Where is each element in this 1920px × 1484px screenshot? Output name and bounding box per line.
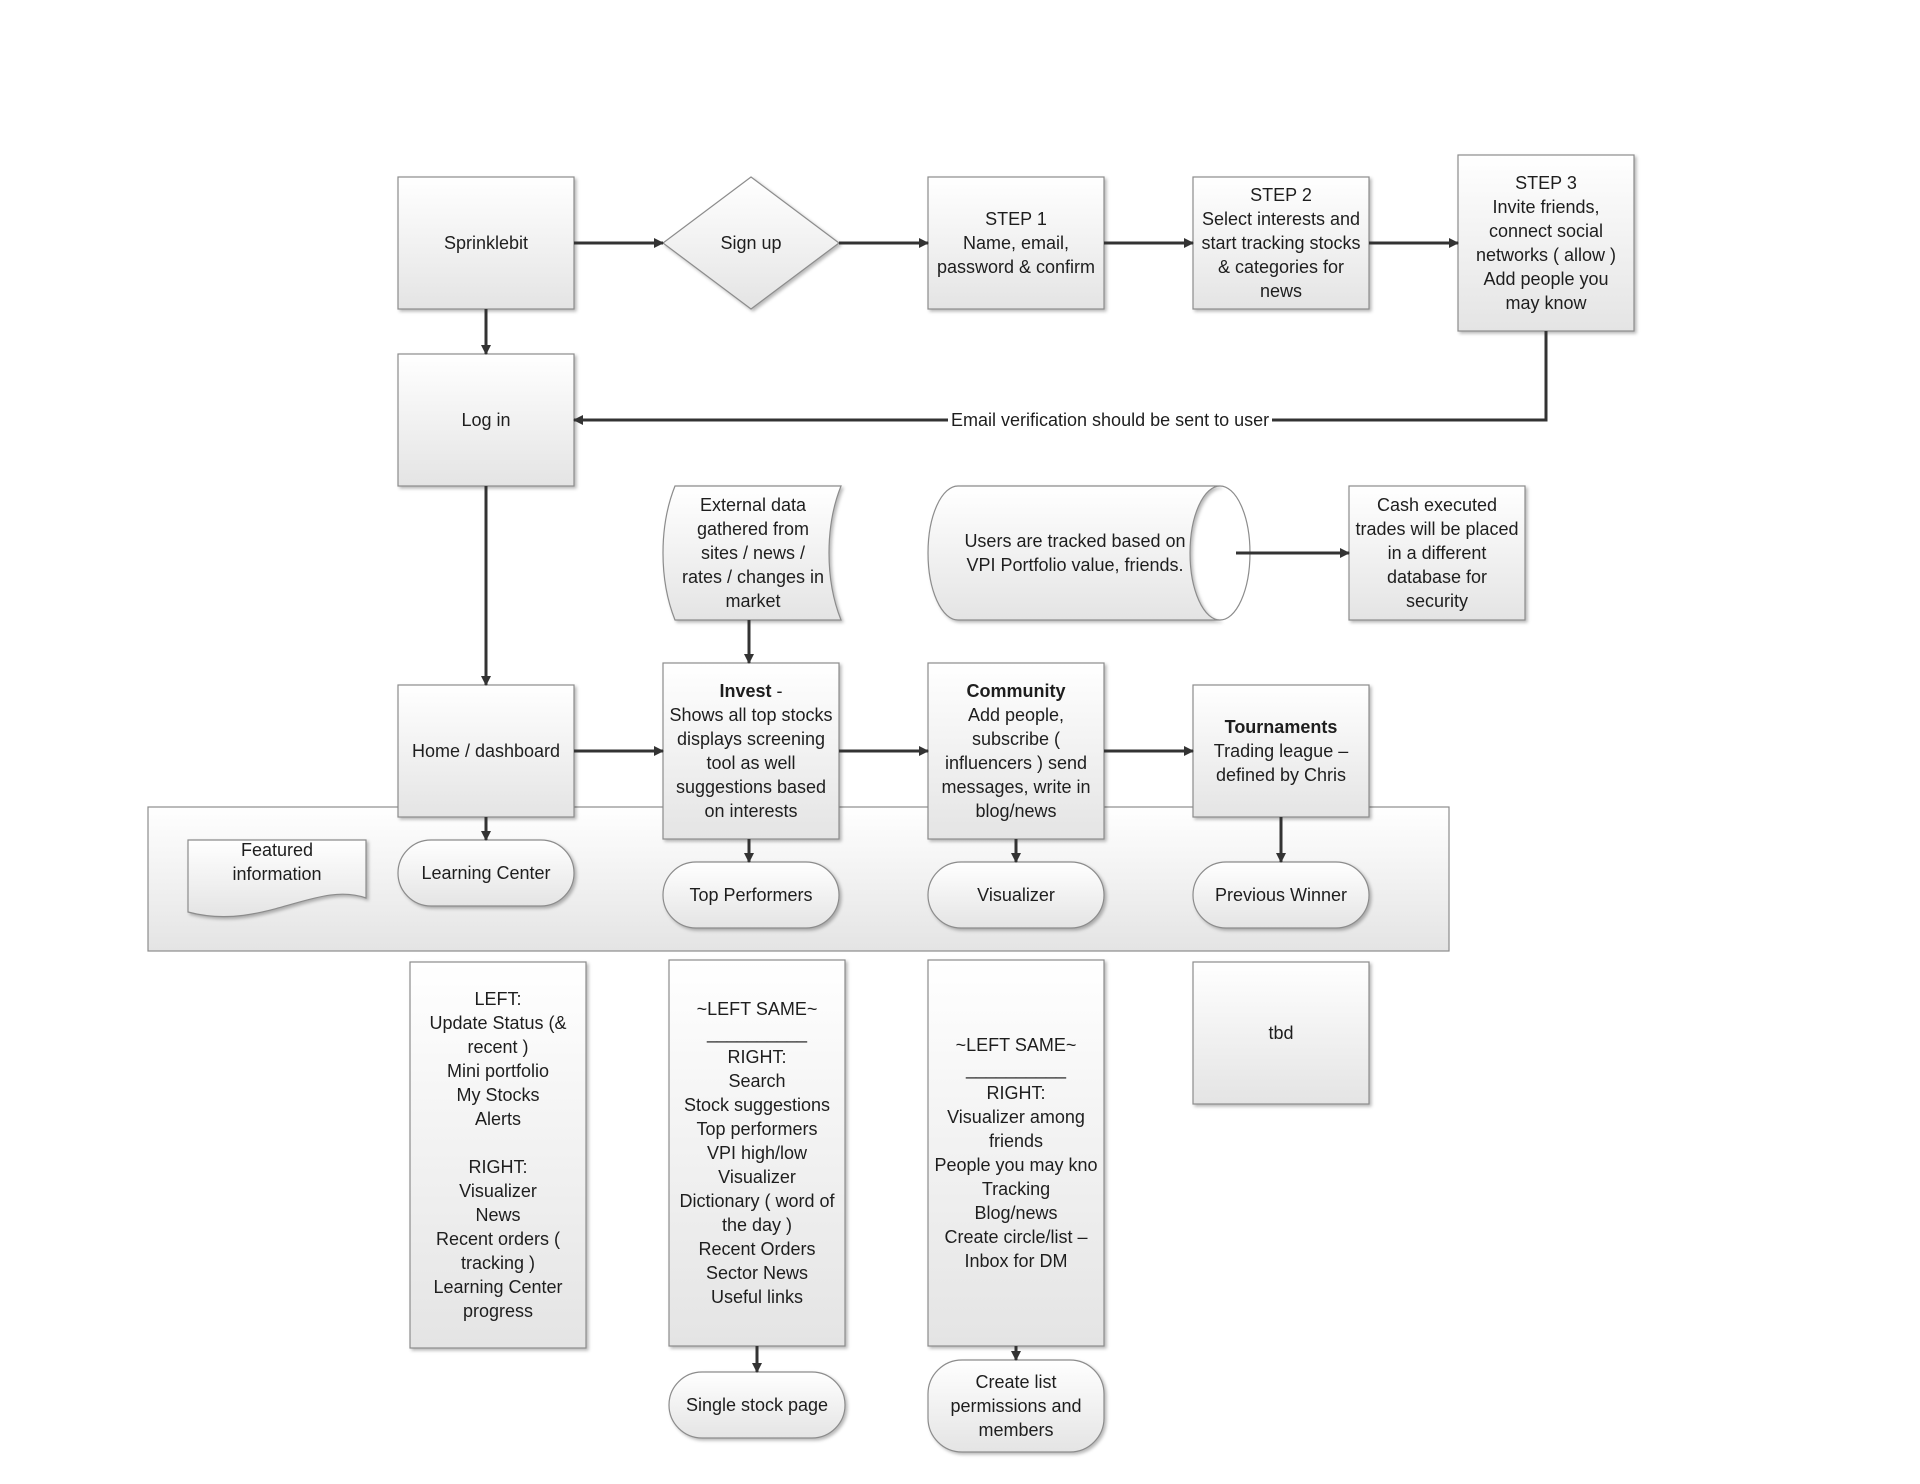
invest-shape (662, 662, 840, 840)
top-performers-shape (662, 861, 840, 929)
tournaments-shape (1192, 684, 1370, 818)
create-list-shape (927, 1359, 1105, 1453)
cash-trades-shape (1348, 485, 1526, 621)
users-tracked-shape (927, 485, 1221, 621)
community-detail-shape (927, 959, 1105, 1347)
learning-shape (397, 839, 575, 907)
invest-detail-shape (668, 959, 846, 1347)
community-shape (927, 662, 1105, 840)
featured-shape (187, 839, 367, 918)
visualizer-shape (927, 861, 1105, 929)
step3-shape (1457, 154, 1635, 332)
home-detail-shape (409, 961, 587, 1349)
step2-shape (1192, 176, 1370, 310)
signup-shape (662, 176, 840, 310)
tbd-shape (1192, 961, 1370, 1105)
external-shape (662, 485, 842, 621)
previous-winner-shape (1192, 861, 1370, 929)
edge-step3-to-login (573, 331, 1548, 425)
sprinklebit-shape (397, 176, 575, 310)
login-shape (397, 353, 575, 487)
step1-shape (927, 176, 1105, 310)
home-shape (397, 684, 575, 818)
single-stock-shape (668, 1371, 846, 1439)
